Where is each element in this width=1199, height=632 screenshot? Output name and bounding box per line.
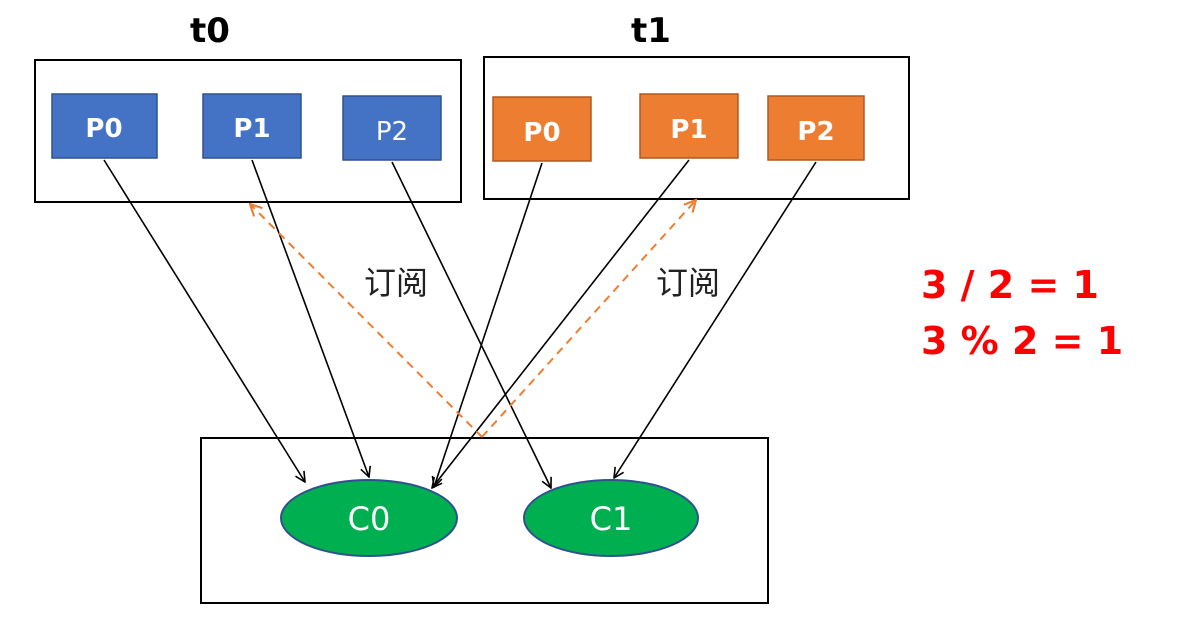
- arrow-t1p1-to-c0: [432, 159, 690, 488]
- partition-t1-p0: P0: [492, 96, 592, 162]
- consumer-c0: C0: [280, 479, 458, 557]
- subscribe-arrow-t0: [250, 204, 483, 438]
- topic-t0-group: t0 P0 P1 P2: [34, 11, 462, 203]
- partition-t0-p2: P2: [342, 95, 442, 161]
- subscribe-label-t0: 订阅: [364, 264, 428, 302]
- partition-label: P2: [797, 117, 834, 147]
- arrow-t1p0-to-c0: [434, 162, 543, 487]
- partition-label: P2: [376, 117, 408, 147]
- arrow-t1p2-to-c1: [614, 161, 817, 478]
- topic-t1-label: t1: [631, 11, 671, 51]
- partition-t0-p1: P1: [202, 93, 302, 159]
- assignment-arrows: [103, 159, 817, 488]
- consumer-label: C1: [590, 500, 633, 538]
- partition-label: P0: [85, 114, 122, 144]
- partition-t0-p0: P0: [51, 93, 158, 159]
- partition-label: P0: [523, 118, 560, 148]
- consumer-group: C0 C1: [200, 437, 769, 604]
- partition-label: P1: [670, 115, 707, 145]
- topic-t0-label: t0: [190, 11, 230, 51]
- consumer-label: C0: [348, 500, 391, 538]
- consumer-c1: C1: [523, 479, 699, 557]
- partition-label: P1: [233, 114, 270, 144]
- arrow-t0p1-to-c0: [251, 159, 369, 477]
- arrow-t0p2-to-c1: [391, 161, 551, 488]
- subscribe-arrow-t1: [481, 200, 696, 438]
- topic-t0-box: [34, 59, 462, 203]
- subscribe-label-t1: 订阅: [656, 264, 720, 302]
- subscription-arrows: [250, 200, 696, 438]
- partition-t1-p2: P2: [767, 95, 865, 161]
- consumer-group-box: [200, 437, 769, 604]
- partition-t1-p1: P1: [639, 93, 739, 159]
- arrow-t0p0-to-c0: [103, 159, 305, 482]
- formula-division: 3 / 2 = 1: [921, 263, 1099, 307]
- formula-modulo: 3 % 2 = 1: [921, 319, 1123, 363]
- topic-t1-group: t1 P0 P1 P2: [483, 11, 910, 200]
